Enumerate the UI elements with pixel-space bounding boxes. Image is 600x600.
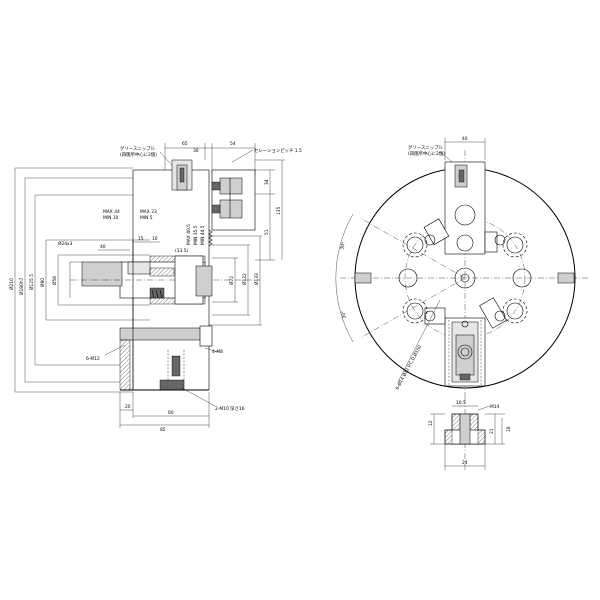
- angle-30-top: 30°: [339, 241, 347, 250]
- dim-13-5: (13.5): [175, 248, 188, 254]
- dim-60: 60: [168, 410, 174, 416]
- dim-30: 30: [193, 148, 199, 154]
- chuck-body: [70, 159, 260, 391]
- dim-135: 135: [276, 206, 282, 215]
- min-44-5: MIN 44.5: [200, 225, 206, 245]
- max-stroke-2: MAX 23: [140, 209, 157, 215]
- dia-72: Ø72: [228, 276, 235, 285]
- dim-34: 34: [264, 179, 270, 185]
- nut-dim-24: 24: [462, 460, 468, 466]
- dia-125-5: Ø125.5: [28, 274, 35, 290]
- dia-122: Ø122: [241, 273, 248, 285]
- top-dimensions: 65 30 54: [164, 141, 256, 175]
- dia-133: Ø133: [253, 273, 260, 285]
- dim-51: 51: [264, 229, 270, 235]
- angle-30-bottom: 30°: [340, 310, 348, 319]
- max-stroke-1: MAX 44: [103, 209, 120, 215]
- bottom-dimensions: 20 60 85: [119, 392, 210, 433]
- dim-85: 85: [160, 427, 166, 433]
- front-view: 40 グリースニップル (四箇所中心に2個) 30° 30°: [335, 136, 590, 400]
- left-diameters: Ø210 Ø180h7 Ø125.5 Ø80 Ø56 Ø24x3: [8, 167, 150, 393]
- min-stroke-1: MIN 10: [103, 215, 119, 221]
- nut-dim-18: 18: [506, 426, 512, 432]
- dia-80: Ø80: [39, 278, 46, 287]
- dia-56: Ø56: [51, 276, 58, 285]
- grease-nipple-note: グリースニップル: [120, 145, 156, 152]
- front-grease-nipple: グリースニップル: [408, 144, 444, 151]
- dim-20: 20: [125, 404, 131, 410]
- nut-dim-21: 21: [489, 428, 495, 434]
- dia-180h7: Ø180h7: [18, 277, 25, 295]
- min-35-5: MIN 35.5: [193, 225, 199, 245]
- bolts-4-m8: 4-M8: [212, 349, 223, 355]
- nut-dim-10-5: 10.5: [456, 400, 466, 406]
- serration-note: セレーションピッチ 1.5: [254, 148, 302, 154]
- right-dimensions: 34 51 135 Ø72 Ø122 Ø133: [209, 159, 285, 326]
- dim-54: 54: [230, 141, 236, 147]
- bolt-holes: [354, 232, 575, 324]
- pcd-note: 6-Ø14 Ø12 P.C.D.Ø150: [394, 344, 424, 391]
- grease-nipple-subnote: (四箇所中心に2個): [120, 151, 157, 158]
- front-dim-40: 40: [462, 136, 468, 142]
- nut-m14: M14: [490, 404, 500, 410]
- dim-15: 15: [138, 236, 144, 242]
- dia-210: Ø210: [8, 278, 15, 290]
- min-stroke-2: MIN 5: [140, 215, 153, 221]
- max-40-5: MAX 40.5: [186, 224, 192, 245]
- dim-65: 65: [182, 141, 188, 147]
- t-nut-detail: 10.5 M14 12 21 18 24: [428, 398, 512, 470]
- front-grease-nipple-sub: (四箇所中心に2個): [408, 150, 445, 157]
- dim-40: 40: [100, 244, 106, 250]
- bolts-6-m12: 6-M12: [86, 356, 100, 362]
- dia-24x3: Ø24x3: [58, 240, 73, 247]
- dim-10: 10: [152, 236, 158, 242]
- nut-dim-12: 12: [428, 420, 434, 426]
- side-view: 65 30 54 グリースニップル (四箇所中心に2個) セレーションピッチ 1…: [8, 141, 302, 433]
- bolts-2-m10: 2-M10 深さ16: [215, 405, 245, 412]
